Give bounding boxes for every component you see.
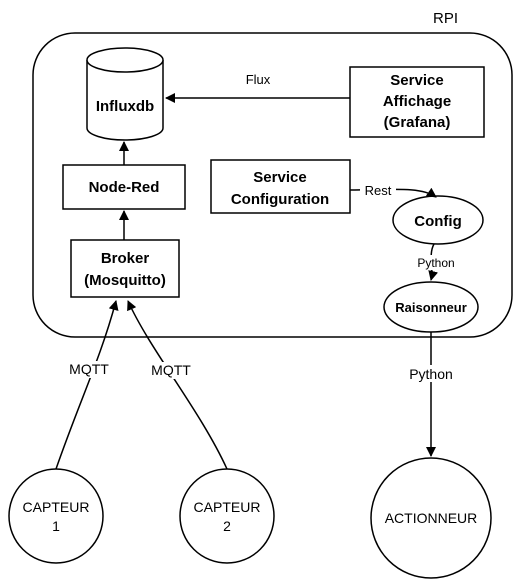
broker-node: Broker (Mosquitto) [70, 239, 180, 298]
capteur1-node: CAPTEUR 1 [8, 468, 104, 564]
raisonneur-label: Raisonneur [395, 300, 467, 315]
edge-mqtt2 [127, 300, 228, 470]
service-affichage-line1: Service [390, 72, 443, 89]
capteur1-line1: CAPTEUR [23, 499, 90, 515]
influxdb-label: Influxdb [96, 98, 154, 115]
service-affichage-node: Service Affichage (Grafana) [349, 66, 485, 138]
raisonneur-node: Raisonneur [383, 281, 479, 333]
service-affichage-line3: (Grafana) [384, 114, 451, 131]
edge-python-config-label: Python [417, 256, 454, 270]
capteur2-line1: CAPTEUR [194, 499, 261, 515]
config-node: Config [392, 195, 484, 245]
service-configuration-line1: Service [253, 169, 306, 186]
edge-mqtt1 [55, 300, 119, 470]
rpi-container [32, 32, 513, 338]
edge-mqtt1-label: MQTT [69, 361, 109, 377]
influxdb-node: Influxdb [86, 47, 164, 141]
config-label: Config [414, 213, 461, 230]
edge-python-actionneur-label: Python [409, 366, 453, 382]
node-red-node: Node-Red [62, 164, 186, 210]
node-red-label: Node-Red [89, 179, 160, 196]
actionneur-label: ACTIONNEUR [385, 510, 478, 526]
rpi-label: RPI [433, 10, 458, 27]
capteur2-line2: 2 [223, 518, 231, 534]
capteur2-node: CAPTEUR 2 [179, 468, 275, 564]
service-configuration-line2: Configuration [231, 191, 329, 208]
actionneur-node: ACTIONNEUR [370, 457, 492, 579]
service-affichage-line2: Affichage [383, 93, 451, 110]
broker-label-line1: Broker [101, 250, 150, 267]
edge-rest-label: Rest [365, 183, 392, 198]
service-configuration-node: Service Configuration [210, 159, 351, 214]
capteur1-line2: 1 [52, 518, 60, 534]
edge-flux-label: Flux [246, 72, 271, 87]
broker-label-line2: (Mosquitto) [84, 272, 166, 289]
edge-mqtt2-label: MQTT [151, 362, 191, 378]
